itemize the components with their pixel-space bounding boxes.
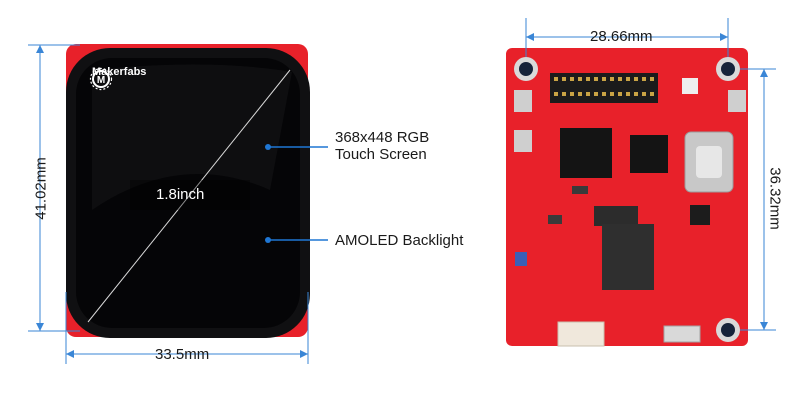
secondary-chip [630, 135, 668, 173]
touch-callout-line-2: Touch Screen [335, 146, 427, 163]
slide-switch [663, 325, 701, 343]
makerfabs-logo-icon: M [89, 67, 113, 91]
display-width-dimension [65, 292, 309, 364]
backlight-callout-label: AMOLED Backlight [335, 232, 464, 249]
board-height-dimension [740, 68, 776, 331]
brand-text: Makerfabs [92, 66, 147, 78]
diagonal-size-label: 1.8inch [156, 186, 205, 203]
pin-header [550, 73, 658, 103]
display-screen [76, 58, 300, 328]
component [515, 252, 527, 266]
display-height-label: 41.02mm [32, 157, 50, 220]
display-width-label: 33.5mm [155, 346, 210, 363]
mounting-hole-icon [514, 57, 740, 342]
side-button-1 [514, 90, 532, 112]
svg-text:M: M [97, 75, 105, 86]
pcb-board [506, 18, 776, 347]
diagonal-line [87, 69, 291, 323]
board-width-label: 28.66mm [590, 28, 653, 45]
board-body [506, 48, 748, 346]
screen-glare [92, 64, 292, 210]
board-height-label: 36.32mm [766, 167, 784, 230]
touch-callout-line-1: 368x448 RGB [335, 129, 430, 146]
board-width-dimension [525, 18, 729, 57]
component [548, 215, 562, 224]
main-chip [560, 128, 612, 178]
led [682, 78, 698, 94]
display-height-dimension [28, 44, 80, 332]
fpc-connector [594, 206, 638, 226]
inductor [690, 205, 710, 225]
display-module: M [28, 44, 328, 364]
component [572, 186, 588, 194]
side-button-2 [514, 130, 532, 152]
usb-c-inner [696, 146, 722, 178]
brand: Makerfabs [92, 66, 146, 78]
touch-callout-label: 368x448 RGB Touch Screen [335, 129, 429, 163]
side-button-3 [728, 90, 746, 112]
fpc-cable [602, 224, 654, 290]
diagonal-label-bg [130, 180, 250, 210]
jst-connector [557, 321, 605, 347]
